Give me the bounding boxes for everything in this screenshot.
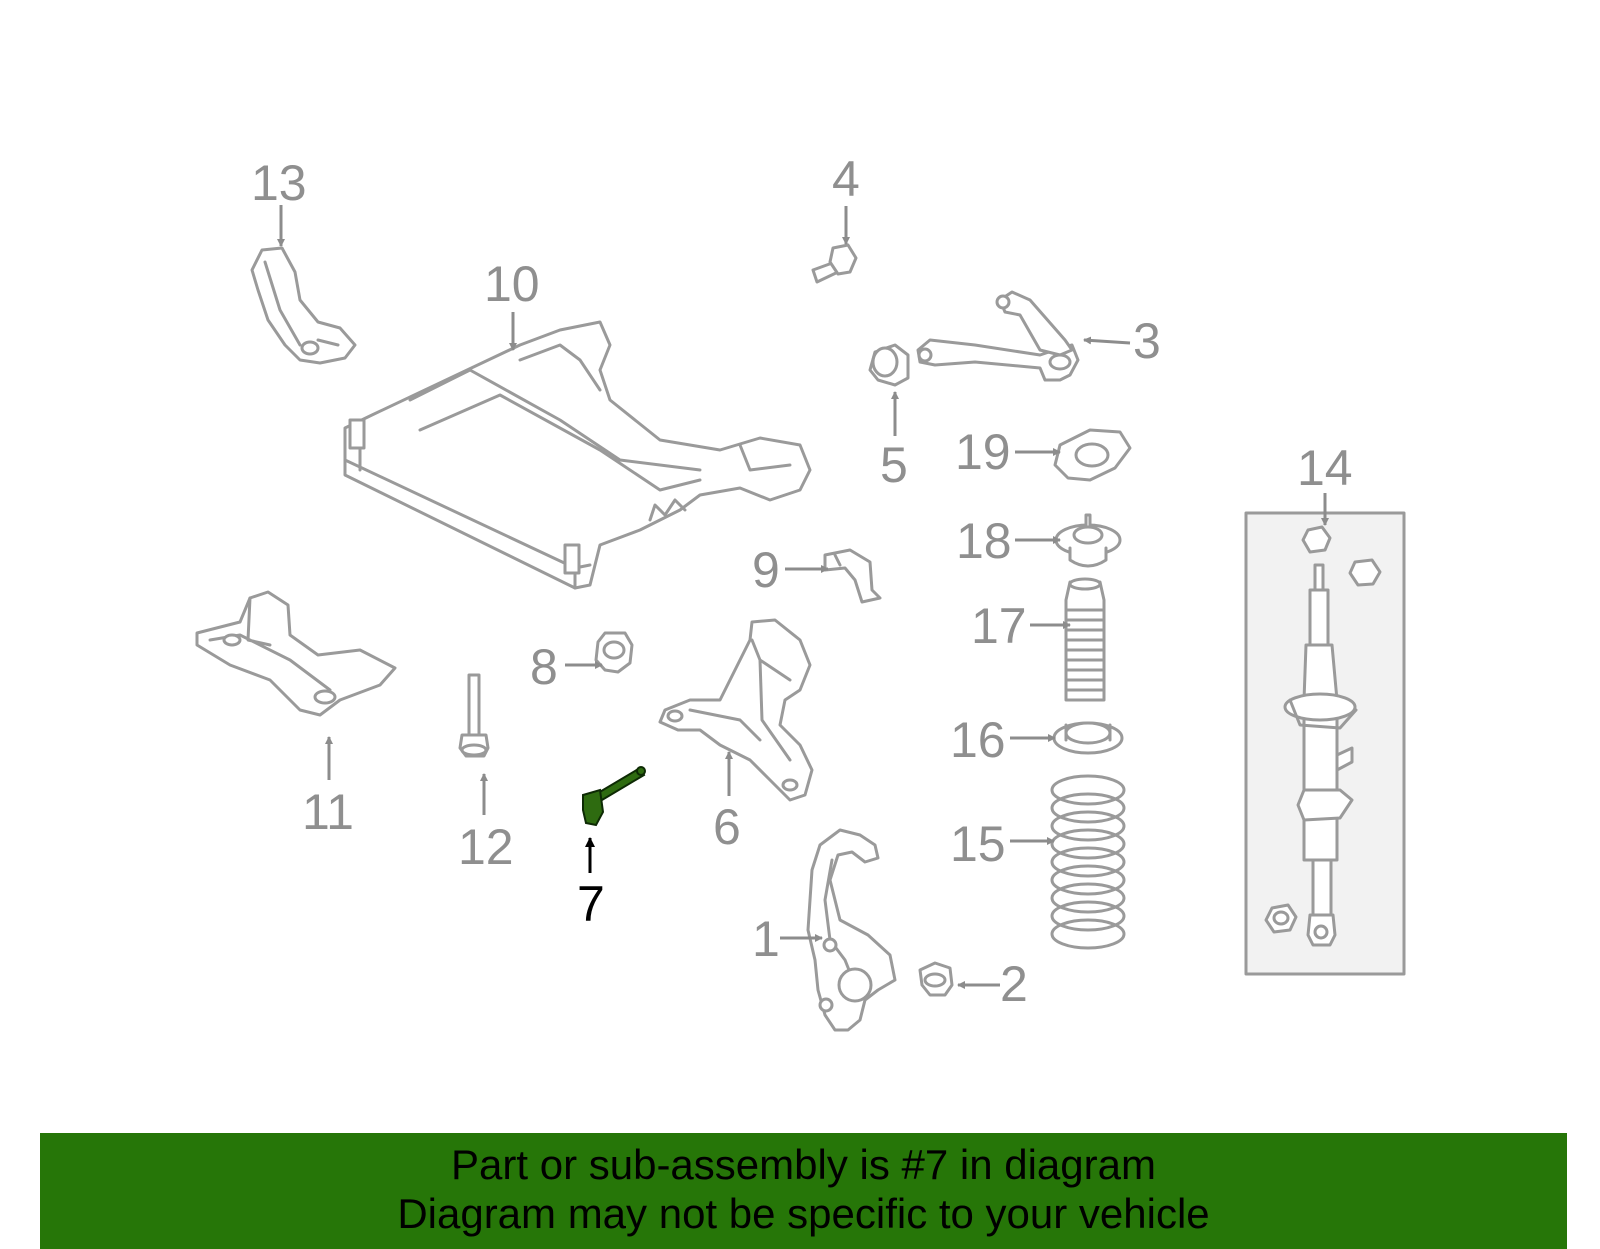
callout-13: 13 bbox=[251, 155, 307, 211]
callout-8: 8 bbox=[530, 639, 558, 695]
callout-6: 6 bbox=[713, 799, 741, 855]
part-3-upper-arm bbox=[916, 290, 1080, 382]
callout-9: 9 bbox=[752, 542, 780, 598]
callout-12: 12 bbox=[458, 819, 514, 875]
part-19-plate bbox=[1053, 428, 1132, 482]
part-18-mount bbox=[1054, 513, 1122, 568]
part-7-bolt bbox=[582, 766, 646, 827]
part-15-coil-spring bbox=[1050, 774, 1126, 950]
callout-5: 5 bbox=[880, 437, 908, 493]
info-banner: Part or sub-assembly is #7 in diagram Di… bbox=[40, 1133, 1567, 1249]
part-1-knuckle bbox=[806, 828, 897, 1032]
banner-line-disclaimer: Diagram may not be specific to your vehi… bbox=[397, 1190, 1210, 1237]
part-12-bolt bbox=[458, 673, 490, 758]
part-2-bushing bbox=[918, 961, 954, 997]
leader-arrows bbox=[277, 205, 1329, 989]
part-13-bracket bbox=[250, 246, 357, 365]
part-14-strut-assembly bbox=[1244, 511, 1406, 976]
part-8-bushing bbox=[594, 631, 634, 674]
callout-15: 15 bbox=[950, 816, 1006, 872]
callout-19: 19 bbox=[955, 424, 1011, 480]
part-16-seat bbox=[1052, 721, 1124, 755]
callout-4: 4 bbox=[832, 151, 860, 207]
part-6-lower-arm bbox=[658, 618, 814, 802]
callout-16: 16 bbox=[950, 712, 1006, 768]
callout-17: 17 bbox=[971, 598, 1027, 654]
callout-10: 10 bbox=[484, 256, 540, 312]
callout-14: 14 bbox=[1297, 440, 1353, 496]
callout-11: 11 bbox=[302, 784, 354, 840]
callout-3: 3 bbox=[1133, 313, 1161, 369]
callout-18: 18 bbox=[956, 513, 1012, 569]
part-4-bolt bbox=[811, 243, 858, 284]
part-17-bellows bbox=[1064, 577, 1106, 702]
part-5-bushing bbox=[868, 343, 910, 387]
part-9-clip bbox=[823, 548, 882, 604]
callout-1: 1 bbox=[752, 911, 780, 967]
part-10-crossmember bbox=[343, 320, 812, 590]
callout-7: 7 bbox=[577, 876, 605, 932]
banner-line-part: Part or sub-assembly is #7 in diagram bbox=[451, 1141, 1156, 1188]
callout-2: 2 bbox=[1000, 956, 1028, 1012]
part-11-brace bbox=[195, 590, 397, 717]
